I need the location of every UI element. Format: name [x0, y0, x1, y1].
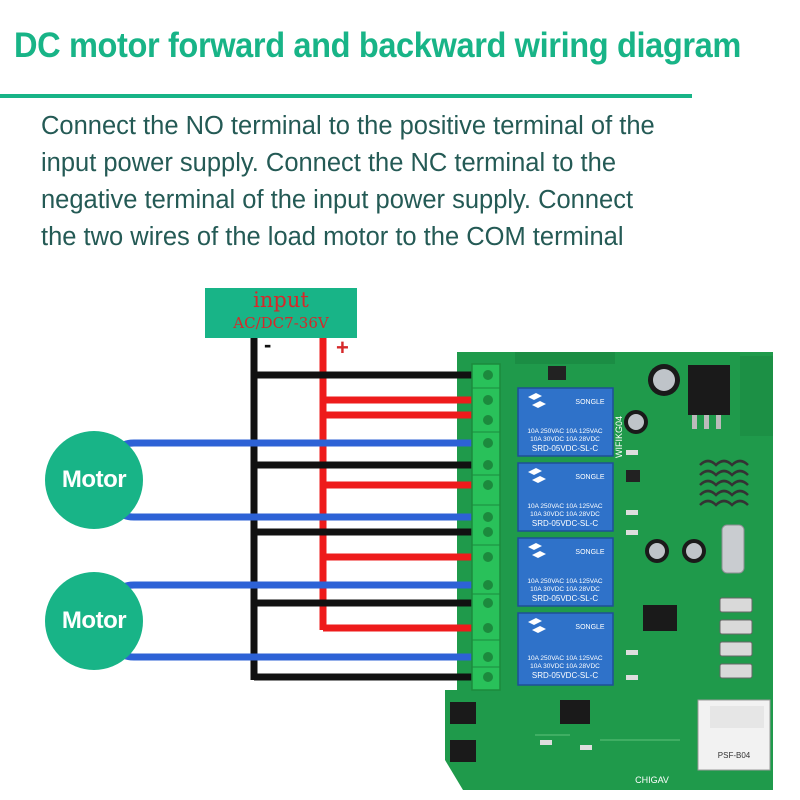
relay-model: SRD-05VDC-SL-C: [532, 671, 598, 680]
relay-brand: SONGLE: [575, 399, 605, 406]
title-underline: [0, 94, 692, 98]
module-label: PSF-B04: [718, 751, 751, 760]
motor-label: Motor: [61, 607, 127, 634]
motor-label: Motor: [61, 466, 127, 493]
relays: SONGLE 10A 250VAC 10A 125VAC 10A 30VDC 1…: [517, 387, 614, 686]
positive-symbol: +: [336, 335, 349, 360]
relay-model: SRD-05VDC-SL-C: [532, 444, 598, 453]
description: Connect the NO terminal to the positive …: [41, 108, 781, 256]
relay-brand: SONGLE: [575, 549, 605, 556]
relay-rating: 10A 30VDC 10A 28VDC: [530, 586, 600, 593]
relay-rating: 10A 250VAC 10A 125VAC: [527, 428, 603, 435]
relay-4: SONGLE 10A 250VAC 10A 125VAC 10A 30VDC 1…: [517, 612, 614, 686]
wires: [114, 337, 488, 681]
description-line: the two wires of the load motor to the C…: [41, 223, 624, 251]
description-line: input power supply. Connect the NC termi…: [41, 149, 616, 177]
board-brand-label: CHIGAV: [635, 775, 669, 785]
relay-model: SRD-05VDC-SL-C: [532, 594, 598, 603]
board-components: PSF-B04 WIFIKG04 CHIGAV: [450, 364, 771, 785]
motor-2: Motor: [45, 572, 143, 670]
relay-rating: 10A 250VAC 10A 125VAC: [527, 655, 603, 662]
relay-rating: 10A 30VDC 10A 28VDC: [530, 663, 600, 670]
power-input-label: input: [253, 288, 309, 312]
relay-brand: SONGLE: [575, 624, 605, 631]
power-input-box: input AC/DC7-36V: [205, 288, 357, 338]
negative-symbol: -: [264, 332, 272, 357]
relay-brand: SONGLE: [575, 474, 605, 481]
board-model-label: WIFIKG04: [614, 416, 624, 458]
motor-1: Motor: [45, 431, 143, 529]
relay-2: SONGLE 10A 250VAC 10A 125VAC 10A 30VDC 1…: [517, 462, 614, 532]
relay-rating: 10A 30VDC 10A 28VDC: [530, 511, 600, 518]
relay-rating: 10A 250VAC 10A 125VAC: [527, 578, 603, 585]
relay-3: SONGLE 10A 250VAC 10A 125VAC 10A 30VDC 1…: [517, 537, 614, 607]
relay-rating: 10A 250VAC 10A 125VAC: [527, 503, 603, 510]
description-line: Connect the NO terminal to the positive …: [41, 112, 655, 140]
relay-rating: 10A 30VDC 10A 28VDC: [530, 436, 600, 443]
terminal-block: [471, 363, 501, 691]
power-input-range: AC/DC7-36V: [233, 314, 329, 332]
relay-model: SRD-05VDC-SL-C: [532, 519, 598, 528]
relay-1: SONGLE 10A 250VAC 10A 125VAC 10A 30VDC 1…: [517, 387, 614, 457]
page-title: DC motor forward and backward wiring dia…: [14, 26, 741, 65]
description-line: negative terminal of the input power sup…: [41, 186, 634, 214]
